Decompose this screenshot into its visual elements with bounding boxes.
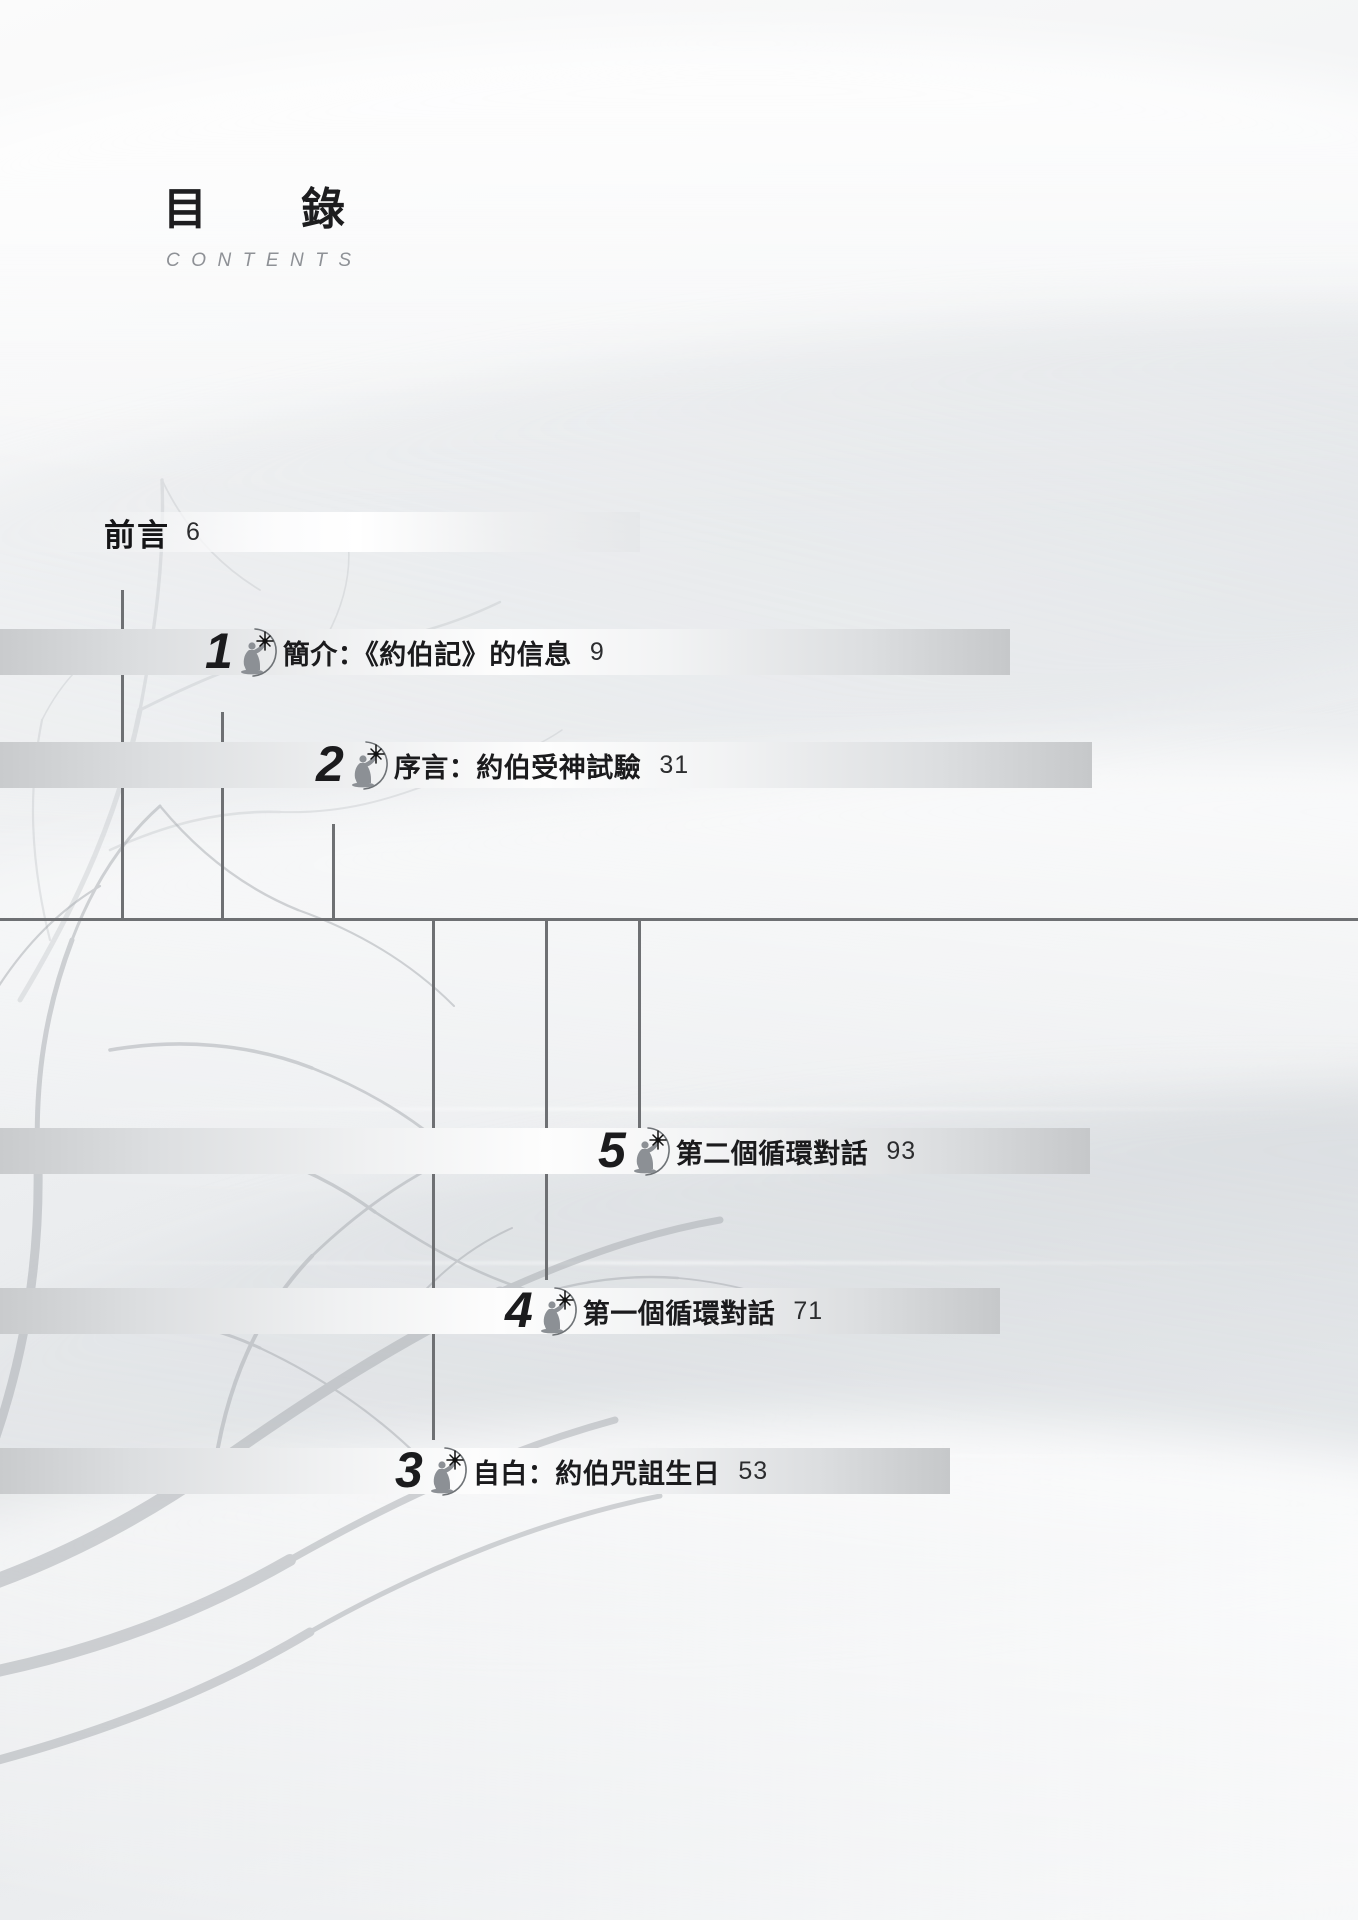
kneeling-figure-sparkle-logo-icon <box>233 626 279 678</box>
kneeling-figure-sparkle-logo-icon <box>344 739 390 791</box>
chapter-page-number: 71 <box>793 1296 824 1325</box>
entry-gradient-bar <box>0 629 1010 675</box>
entry-gradient-bar <box>0 742 1092 788</box>
chapter-number: 4 <box>505 1282 533 1338</box>
background-branches-lower <box>0 804 817 1765</box>
page-title: 目錄 <box>163 185 439 234</box>
dune-highlight-3 <box>0 1420 1358 1920</box>
chapter-page-number: 31 <box>659 750 690 779</box>
chapter-number: 2 <box>316 736 344 792</box>
kneeling-figure-sparkle-logo-icon <box>533 1285 579 1337</box>
chapter-number: 3 <box>395 1442 423 1498</box>
chapter-title: 第二個循環對話 <box>675 1138 869 1169</box>
kneeling-figure-sparkle-logo-icon <box>423 1445 469 1497</box>
chapter-title: 自白：約伯咒詛生日 <box>472 1458 721 1489</box>
toc-entry-chapter-5[interactable]: 5 第二個循環對話 93 <box>0 1122 1090 1178</box>
chapter-page-number: 9 <box>589 637 605 666</box>
page-subtitle: CONTENTS <box>166 250 363 271</box>
kneeling-figure-sparkle-logo-icon <box>626 1125 672 1177</box>
chapter-title: 第一個循環對話 <box>582 1298 776 1329</box>
dune-ridge-1 <box>0 1108 1358 1110</box>
chapter-page-number: 53 <box>738 1456 769 1485</box>
toc-entry-chapter-1[interactable]: 1 簡介：《約伯記》的信息 9 <box>0 623 1010 679</box>
toc-entry-preface[interactable]: 前言 6 <box>0 512 640 553</box>
preface-page-number: 6 <box>186 517 200 546</box>
chapter-title: 序言：約伯受神試驗 <box>393 752 642 783</box>
entry-gradient-bar <box>0 512 640 552</box>
chapter-number: 1 <box>205 623 233 679</box>
toc-entry-chapter-2[interactable]: 2 序言：約伯受神試驗 31 <box>0 736 1092 792</box>
toc-entry-chapter-4[interactable]: 4 第一個循環對話 71 <box>0 1282 1000 1338</box>
dune-ridge-2 <box>0 1262 1358 1264</box>
page-header: 目錄 CONTENTS <box>163 188 439 272</box>
entry-gradient-bar <box>0 1288 1000 1334</box>
toc-entry-chapter-3[interactable]: 3 自白：約伯咒詛生日 53 <box>0 1442 950 1498</box>
preface-label: 前言 <box>104 517 170 553</box>
chapter-number: 5 <box>598 1122 626 1178</box>
entry-gradient-bar <box>0 1128 1090 1174</box>
entry-gradient-bar <box>0 1448 950 1494</box>
chapter-page-number: 93 <box>886 1136 917 1165</box>
chapter-title: 簡介：《約伯記》的信息 <box>282 639 572 670</box>
